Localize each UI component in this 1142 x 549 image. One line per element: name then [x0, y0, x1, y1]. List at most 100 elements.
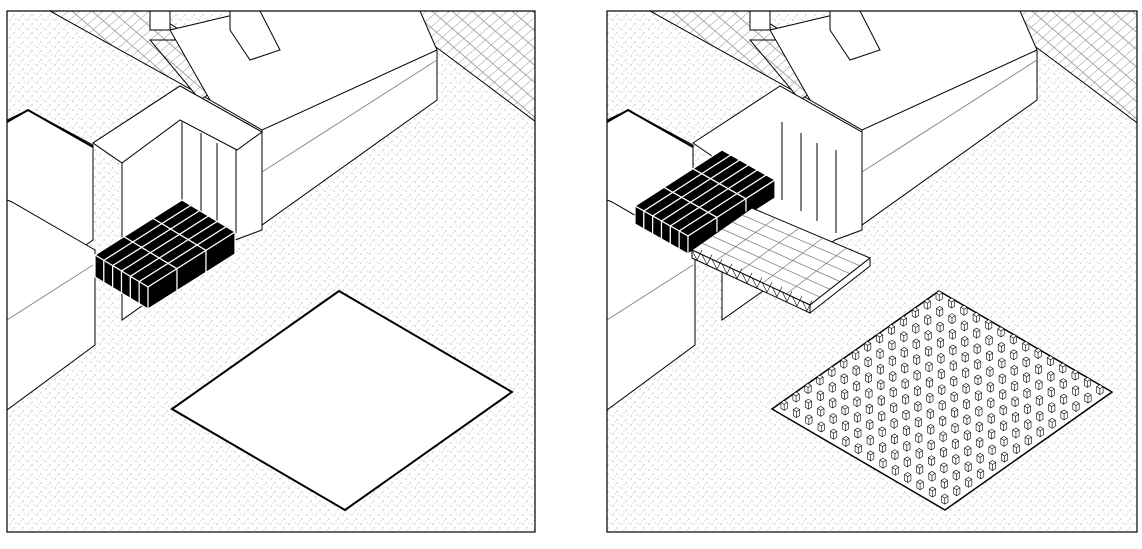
planter-cube — [1024, 434, 1032, 446]
front-left-ledge — [7, 264, 94, 321]
planter-cube — [1084, 392, 1092, 404]
planter-cube — [951, 422, 959, 434]
floor-tile-grid — [93, 199, 237, 311]
upper-structure — [149, 11, 171, 31]
planter-cube — [817, 406, 825, 417]
planter-cube — [876, 332, 884, 344]
planter-cube — [916, 479, 924, 491]
planter-cube — [780, 400, 788, 411]
planter-cube — [1022, 340, 1030, 352]
planter-cube — [1010, 349, 1018, 361]
planter-cube — [974, 359, 982, 370]
planter-cube — [805, 414, 813, 426]
planter-cube — [986, 350, 993, 362]
planter-cube — [1036, 410, 1044, 422]
planter-cube — [950, 375, 958, 387]
planter-cube — [975, 405, 983, 417]
planter-cube — [900, 347, 908, 358]
planter-cube — [949, 360, 957, 371]
planter-cube — [829, 413, 837, 424]
planter-cube — [950, 391, 958, 403]
planter-cube — [1047, 386, 1055, 398]
planter-cube — [891, 464, 899, 476]
truss-member — [761, 282, 773, 293]
planter-cube — [911, 307, 919, 319]
planter-cube — [988, 444, 996, 456]
planter-cube — [949, 344, 957, 356]
planter-cube — [1012, 411, 1019, 423]
planter-cube — [939, 415, 947, 427]
planter-cube — [1084, 377, 1091, 388]
planter-cube — [804, 383, 812, 394]
planter-cube — [985, 334, 993, 346]
front-left-building — [7, 199, 96, 411]
planter-cube — [915, 432, 923, 444]
panel-content — [7, 11, 535, 532]
platform-grid-line — [762, 237, 824, 284]
planter-cube — [840, 373, 848, 385]
planter-cube — [926, 392, 934, 404]
planter-cube — [852, 349, 860, 361]
planter-cube — [1060, 393, 1068, 405]
panel-content — [607, 11, 1137, 532]
planter-cube — [853, 412, 861, 423]
planter-cube — [915, 448, 923, 459]
planter-cube — [925, 377, 933, 388]
black-tile-side — [112, 264, 123, 295]
planter-cube — [973, 327, 981, 339]
planter-cube — [902, 393, 910, 405]
black-tile-side — [94, 253, 105, 284]
planter-cube — [1048, 417, 1056, 429]
planter-cube — [940, 462, 948, 474]
planter-cube — [977, 468, 985, 480]
planter-cube — [952, 454, 960, 465]
planter-cube — [828, 381, 836, 393]
truss-member — [711, 259, 723, 270]
planter-cube — [1011, 396, 1019, 408]
planter-cube — [864, 356, 872, 368]
planter-cube — [853, 380, 861, 392]
planter-cube — [890, 402, 898, 414]
planter-cube — [937, 353, 945, 364]
planter-cube — [904, 472, 912, 483]
front-left-ledge — [607, 264, 694, 321]
planter-cube — [952, 469, 960, 481]
long-building-ledge — [261, 59, 438, 173]
planter-cube — [817, 421, 825, 433]
planter-cube — [963, 414, 971, 426]
planter-cube — [985, 319, 993, 331]
planter-cube — [948, 313, 956, 325]
black-tile-side — [103, 259, 114, 289]
planter-cube — [1000, 420, 1008, 432]
planter-cube — [963, 398, 970, 410]
planter-cube — [1046, 355, 1054, 367]
planter-cube — [927, 439, 935, 451]
planter-cube — [902, 425, 910, 436]
planter-cube — [866, 434, 874, 446]
planter-cube — [1011, 380, 1019, 392]
planter-cube — [867, 450, 875, 462]
planter-cube — [1009, 333, 1017, 345]
empty-square-site — [170, 289, 514, 512]
planter-cube — [829, 397, 837, 409]
planter-cube — [976, 437, 984, 448]
planter-cube — [876, 363, 884, 375]
planter-cube — [816, 390, 824, 402]
planter-cube — [1012, 427, 1020, 439]
planter-cube — [913, 369, 921, 381]
planter-cube — [903, 456, 911, 468]
right-panel — [606, 10, 1138, 533]
cube-planter-grid — [770, 290, 1114, 511]
planter-cube — [998, 357, 1006, 369]
planter-cube — [972, 312, 980, 323]
black-tile-side — [129, 275, 140, 305]
planter-cube — [1036, 426, 1044, 438]
planter-cube — [1000, 436, 1008, 447]
platform-grid-line — [711, 235, 831, 290]
planter-cube — [939, 431, 947, 442]
planter-cube — [976, 452, 984, 464]
planter-cube — [891, 449, 899, 461]
planter-cube — [913, 354, 921, 365]
planter-cube — [888, 339, 896, 351]
